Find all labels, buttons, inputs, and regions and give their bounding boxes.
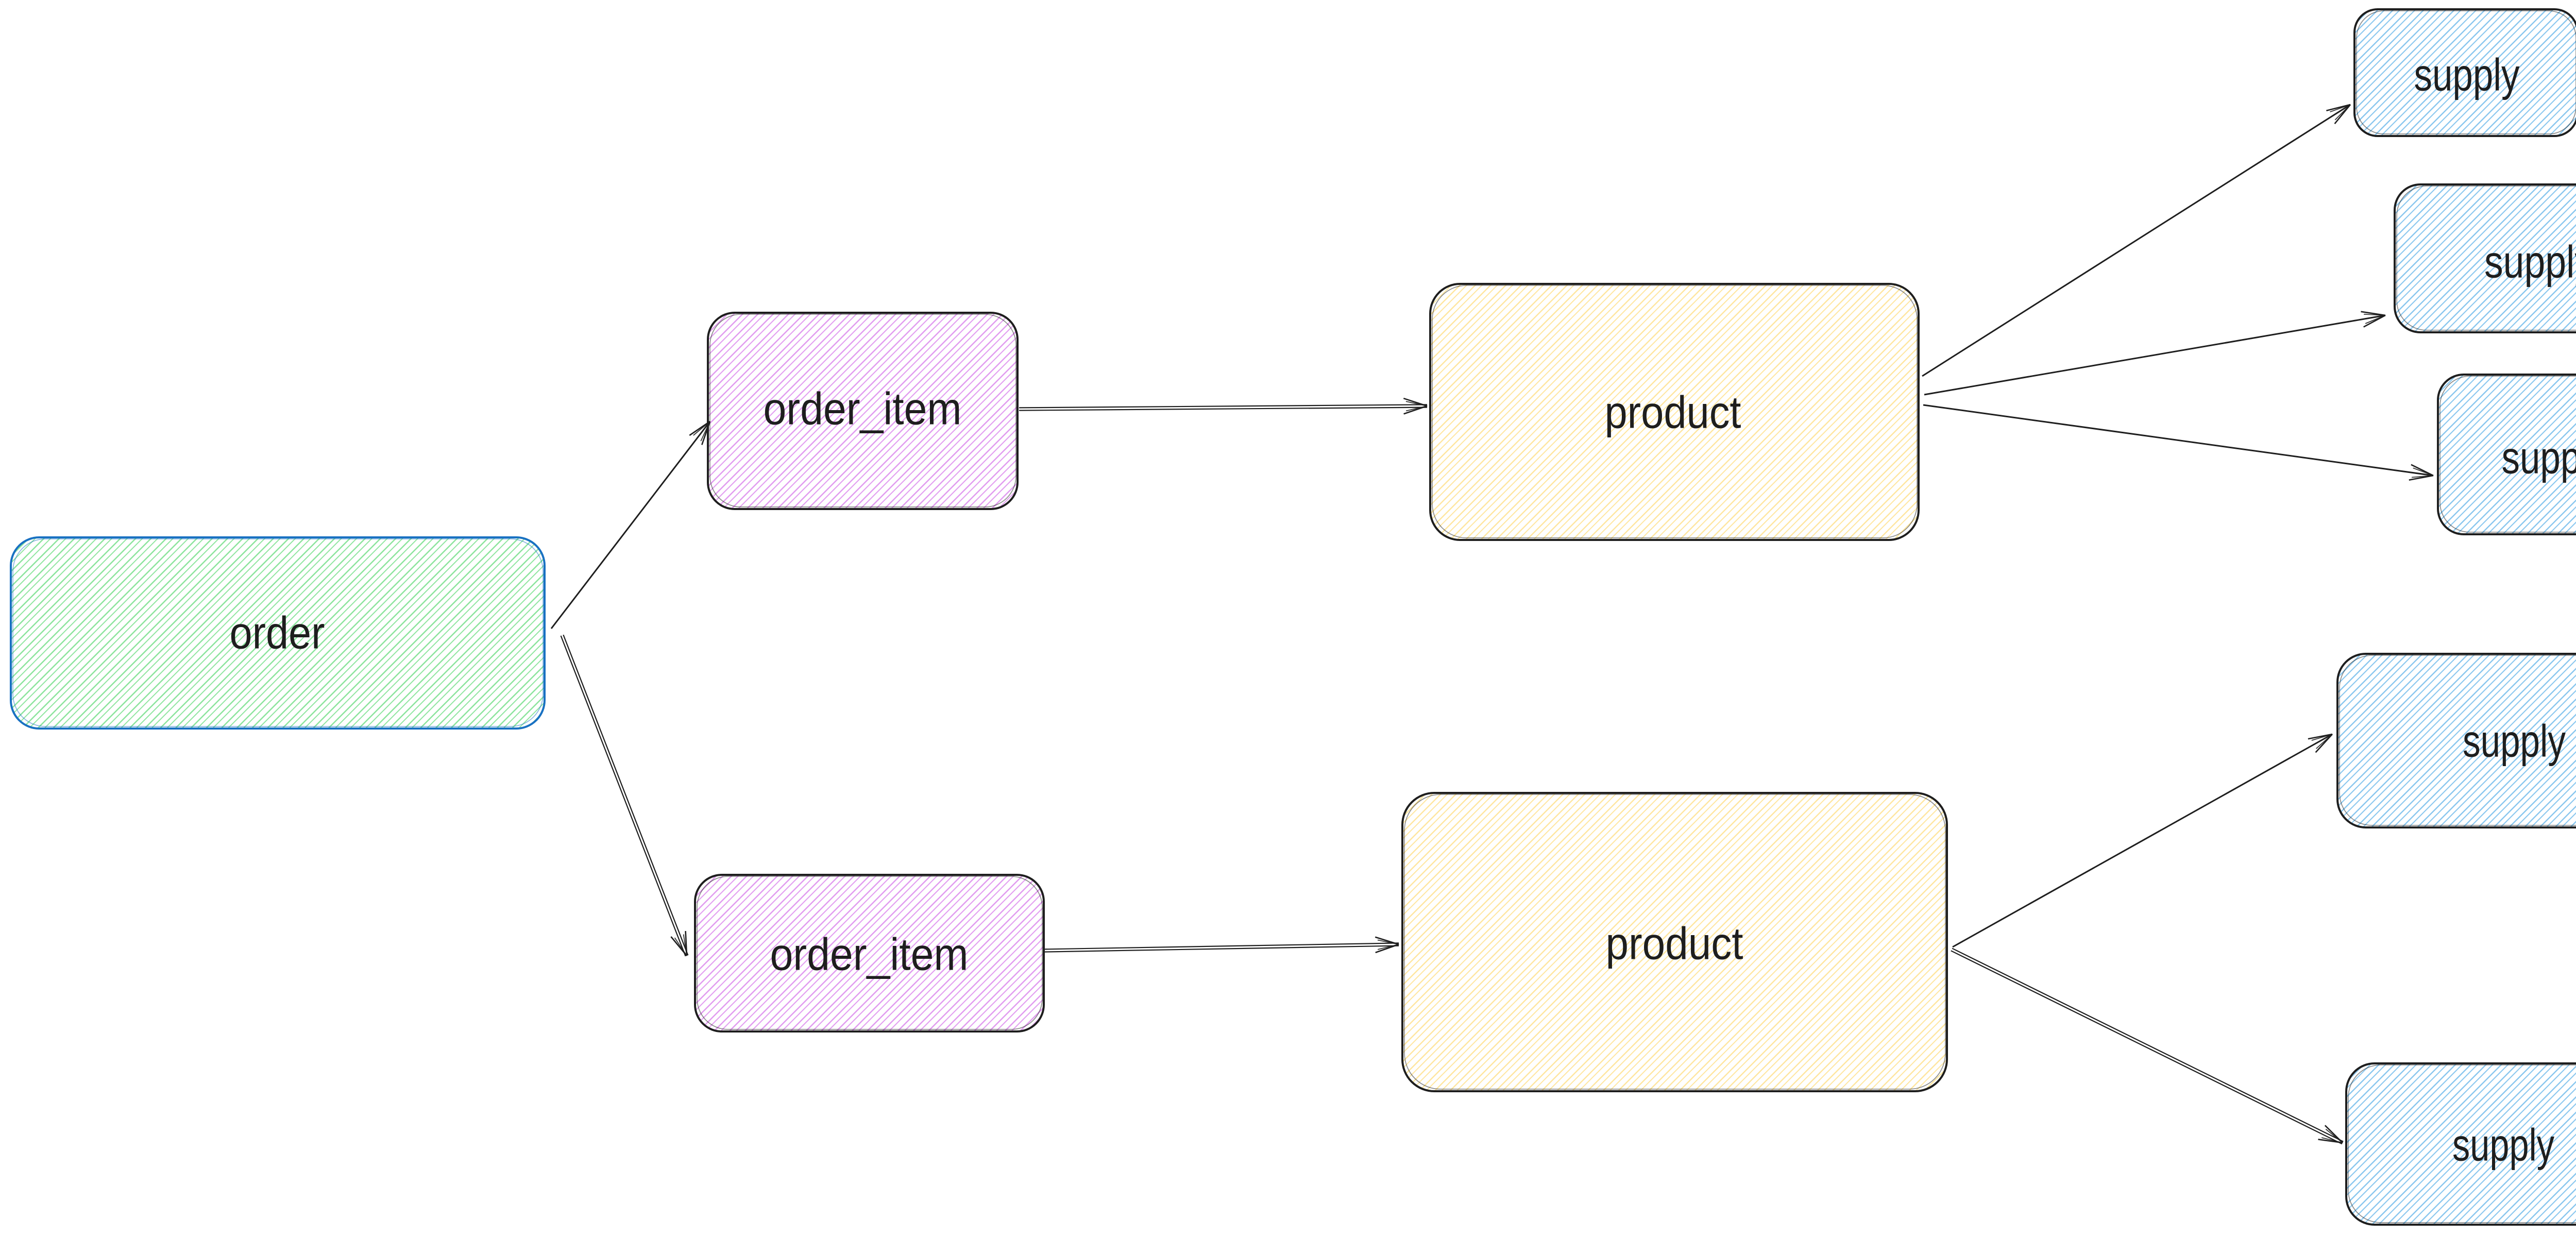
- svg-text:supply: supply: [2452, 1120, 2554, 1171]
- svg-text:supply: supply: [2484, 236, 2576, 287]
- svg-text:order_item: order_item: [764, 383, 962, 434]
- svg-text:supply: supply: [2414, 49, 2520, 100]
- svg-text:product: product: [1606, 918, 1743, 969]
- svg-text:product: product: [1605, 387, 1741, 438]
- svg-text:supply: supply: [2463, 716, 2566, 767]
- svg-text:supply: supply: [2502, 432, 2576, 483]
- svg-text:order: order: [230, 607, 325, 658]
- svg-text:order_item: order_item: [770, 929, 969, 980]
